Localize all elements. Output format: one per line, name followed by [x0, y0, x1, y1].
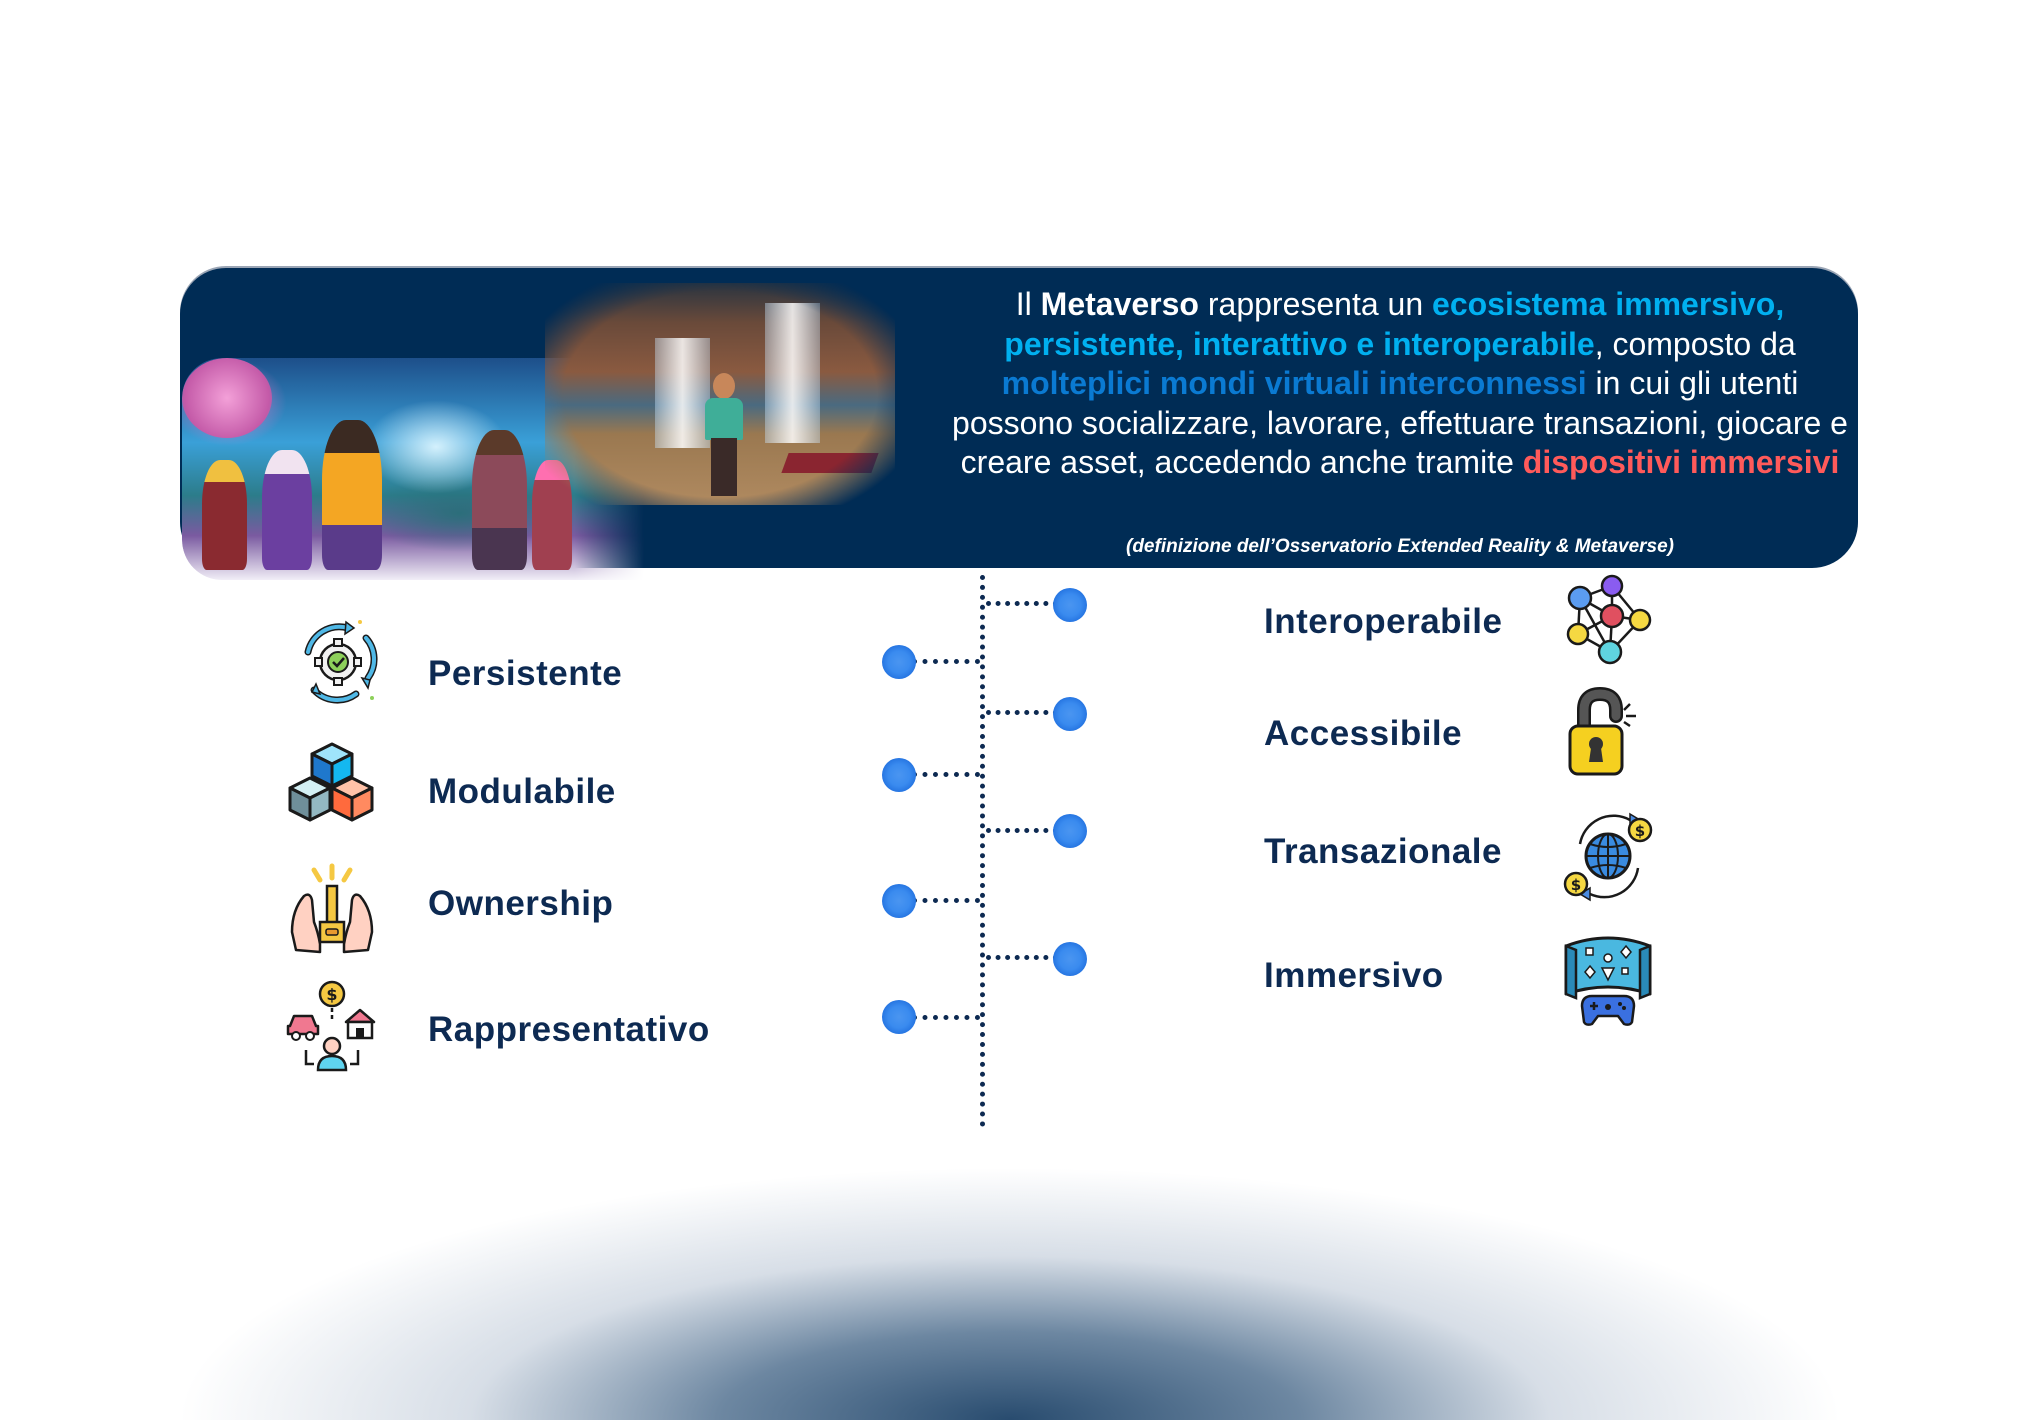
character-figure — [262, 450, 312, 570]
connector-right-3 — [986, 828, 1058, 833]
definition-text-segment: rappresenta un — [1198, 286, 1433, 322]
person-assets-icon: $ — [286, 980, 376, 1072]
feature-label-rappresentativo: Rappresentativo — [428, 1010, 710, 1049]
definition-keyword-metaverso: Metaverso — [1040, 286, 1199, 322]
avatar-body — [705, 398, 743, 440]
timeline-dot-right-4 — [1053, 942, 1087, 976]
feature-label-accessibile: Accessibile — [1264, 714, 1463, 753]
metaverse-definition-text: Il Metaverso rappresenta un ecosistema i… — [950, 285, 1850, 483]
connector-left-3 — [912, 898, 980, 903]
connector-right-1 — [986, 601, 1058, 606]
rug — [781, 453, 879, 473]
definition-highlight-ecosystem: ecosistema immersivo, persistente, inter… — [1004, 286, 1785, 362]
tree-decoration — [182, 358, 272, 438]
svg-text:$: $ — [1635, 822, 1645, 840]
definition-source: (definizione dell’Osservatorio Extended … — [1126, 536, 1674, 557]
avatar-legs — [711, 438, 737, 496]
connector-left-2 — [912, 772, 980, 777]
connector-left-1 — [912, 659, 980, 664]
definition-highlight-devices: dispositivi immersivi — [1522, 444, 1840, 480]
svg-text:$: $ — [326, 985, 337, 1004]
connector-right-2 — [986, 710, 1058, 715]
globe-money-exchange-icon: $ $ — [1563, 812, 1653, 902]
timeline-dot-right-1 — [1053, 588, 1087, 622]
cycle-gear-check-icon — [304, 620, 378, 704]
timeline-dot-right-3 — [1053, 814, 1087, 848]
connector-right-4 — [986, 955, 1058, 960]
character-figure — [472, 430, 527, 570]
definition-text-segment: Il — [1015, 286, 1041, 322]
avatar-head — [713, 373, 735, 399]
immersive-screen-gamepad-icon — [1564, 936, 1652, 1026]
feature-label-transazionale: Transazionale — [1264, 832, 1502, 871]
open-padlock-icon — [1568, 686, 1636, 776]
timeline-dot-left-2 — [882, 758, 916, 792]
definition-text-segment: in cui gli utenti possono socializzare, … — [952, 365, 1848, 480]
svg-text:$: $ — [1571, 876, 1581, 894]
timeline-dot-left-3 — [882, 884, 916, 918]
feature-label-persistente: Persistente — [428, 654, 623, 693]
glass-pillar — [765, 303, 820, 443]
feature-label-interoperabile: Interoperabile — [1264, 602, 1503, 641]
definition-highlight-worlds: molteplici mondi virtuali interconnessi — [1001, 365, 1587, 401]
timeline-dot-right-2 — [1053, 697, 1087, 731]
definition-text-segment: , composto da — [1594, 325, 1796, 362]
bottom-gradient-decoration — [180, 1000, 1840, 1420]
hands-key-icon — [290, 863, 374, 954]
stacked-cubes-icon — [288, 742, 374, 822]
timeline-vertical-line — [980, 575, 985, 1127]
network-nodes-icon — [1566, 574, 1652, 665]
timeline-dot-left-4 — [882, 1000, 916, 1034]
connector-left-4 — [912, 1015, 980, 1020]
vr-room-avatar-image — [545, 283, 895, 505]
timeline-dot-left-1 — [882, 645, 916, 679]
glass-pillar — [655, 338, 710, 448]
feature-label-immersivo: Immersivo — [1264, 956, 1444, 995]
character-figure — [322, 420, 382, 570]
feature-label-modulabile: Modulabile — [428, 772, 616, 811]
feature-label-ownership: Ownership — [428, 884, 614, 923]
character-figure — [202, 460, 247, 570]
